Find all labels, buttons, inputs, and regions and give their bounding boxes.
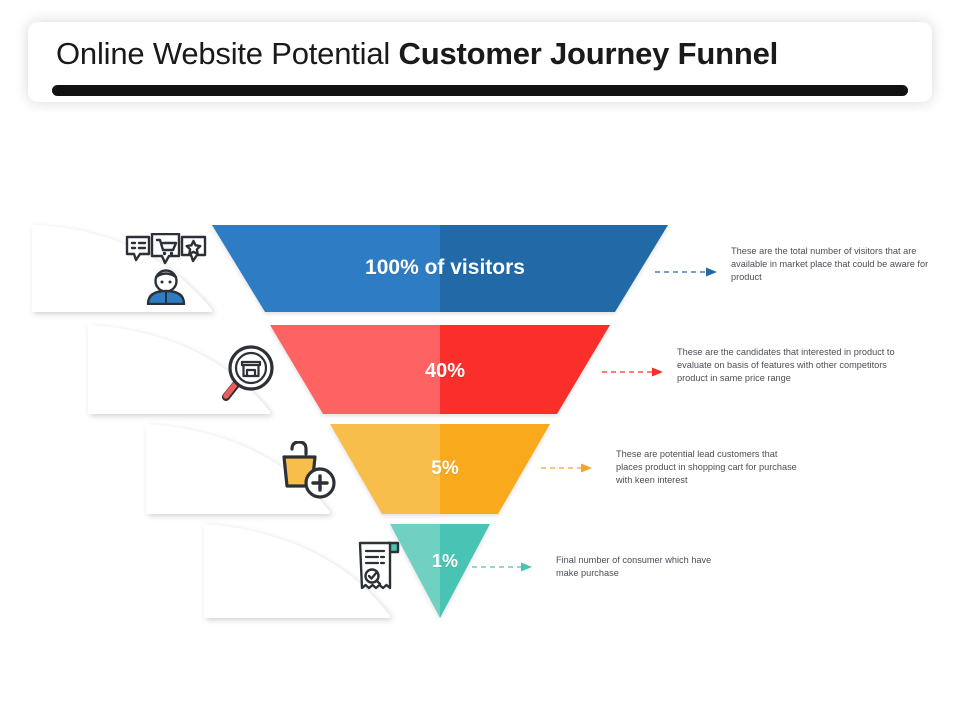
funnel-band-3[interactable] [330,424,550,514]
magnifier-store-icon [213,343,281,412]
page-title-bold: Customer Journey Funnel [398,36,779,71]
funnel-annotation-1-text: These are the total number of visitors t… [731,246,929,283]
connector-arrow-3 [541,463,592,473]
funnel-band-1-left [212,225,440,312]
funnel-band-2-label: 40% [424,360,466,382]
funnel-band-1[interactable] [212,225,668,312]
connector-arrow-2 [602,367,663,377]
funnel-band-2-left [270,325,440,414]
funnel-band-1-right [440,225,668,312]
title-bar: Online Website Potential Customer Journe… [28,22,932,102]
title-underline-rule [52,85,908,96]
funnel-annotation-3: These are potential lead customers that … [616,448,804,487]
page-title-light: Online Website Potential [56,36,399,71]
funnel-connector-arrows [472,267,717,572]
funnel-band-4-right [440,524,490,618]
funnel-annotation-4-text: Final number of consumer which have make… [556,555,712,579]
funnel-band-4-left [390,524,440,618]
customer-feedback-bubbles-icon [124,232,208,310]
funnel-band-2-right [440,325,610,414]
funnel-band-3-label: 5% [431,458,459,479]
funnel-band-4-label: 1% [431,551,458,571]
connector-arrow-1 [655,267,717,277]
funnel-annotation-4: Final number of consumer which have make… [556,554,726,580]
funnel-annotation-2: These are the candidates that interested… [677,346,905,385]
backing-card-3 [146,424,330,514]
funnel-backing-cards [32,225,390,618]
receipt-check-icon [352,537,404,600]
funnel-band-3-right [440,424,550,514]
funnel-annotation-1: These are the total number of visitors t… [731,245,949,284]
shopping-bag-add-icon [276,440,340,506]
funnel-band-2[interactable] [270,325,610,414]
backing-card-2 [88,325,270,414]
funnel-annotation-3-text: These are potential lead customers that … [616,449,797,486]
connector-arrow-4 [472,562,532,572]
funnel-band-1-label: 100% of visitors [365,256,525,279]
funnel-band-4[interactable] [390,524,490,618]
funnel-annotation-2-text: These are the candidates that interested… [677,347,895,384]
funnel-band-3-left [330,424,440,514]
page-title: Online Website Potential Customer Journe… [56,28,916,80]
backing-card-4 [204,524,390,618]
